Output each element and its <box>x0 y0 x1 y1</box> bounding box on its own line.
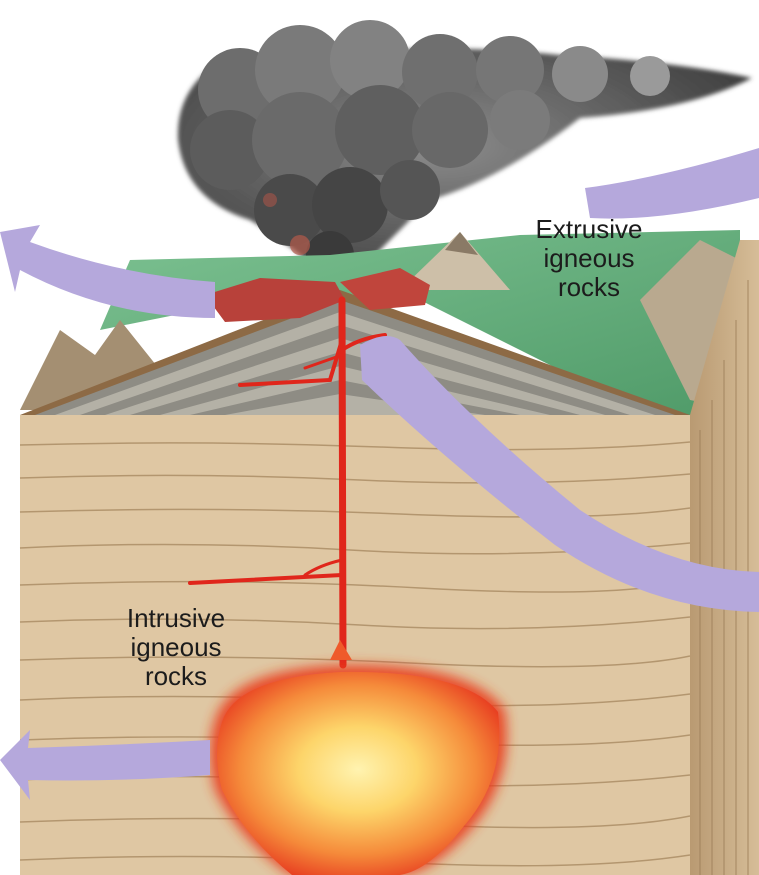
extrusive-igneous-rocks-label: Extrusive igneous rocks <box>503 215 675 302</box>
label-line: rocks <box>92 662 260 691</box>
label-line: Extrusive <box>503 215 675 244</box>
label-line: igneous <box>503 244 675 273</box>
label-line: Intrusive <box>92 604 260 633</box>
cycle-arrow-icon <box>585 148 759 219</box>
intrusive-igneous-rocks-label: Intrusive igneous rocks <box>92 604 260 691</box>
label-line: igneous <box>92 633 260 662</box>
label-line: rocks <box>503 273 675 302</box>
